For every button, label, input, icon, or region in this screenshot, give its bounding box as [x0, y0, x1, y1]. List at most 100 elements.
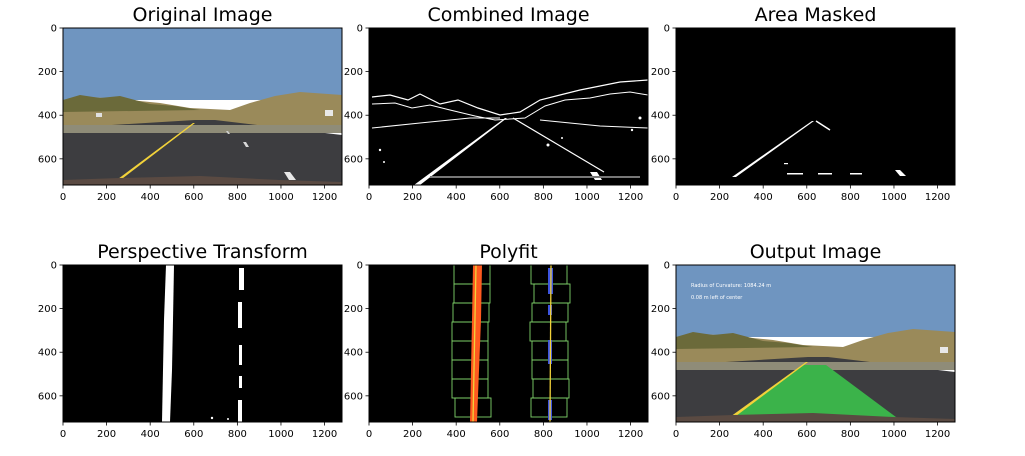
white-lane-dash: [284, 172, 296, 180]
panel-frame-combined: [368, 27, 649, 186]
original-image-x-tick-label: 200: [97, 192, 116, 203]
perspective-transform-y-tick-label: 0: [51, 261, 57, 272]
output-image-x-tick-label: 800: [841, 429, 860, 440]
polyfit-x-tick-label: 600: [490, 429, 509, 440]
output-trees: [676, 332, 813, 349]
center-offset-text: 0.08 m left of center: [691, 295, 743, 301]
shoulder: [63, 125, 342, 133]
panel-frame-polyfit: [368, 264, 649, 423]
perspective-transform-y-tick-label: 400: [38, 348, 57, 359]
sky: [63, 28, 342, 100]
perspective-transform-x-tick-label: 800: [228, 429, 247, 440]
area-masked-y-tick-label: 400: [651, 111, 670, 122]
output-image-x-tick-label: 0: [673, 429, 679, 440]
polyfit-y-tick-label: 400: [344, 348, 363, 359]
road-sign: [325, 110, 333, 116]
output-road-sign: [940, 347, 948, 353]
edge-noise: [371, 91, 648, 121]
combined-image-x-tick-label: 800: [534, 192, 553, 203]
road-sign: [96, 113, 102, 117]
warped-background: [63, 265, 342, 422]
panel-polyfit: [369, 265, 648, 422]
perspective-transform-x-tick-label: 1200: [312, 429, 337, 440]
polyfit-y-tick-label: 200: [344, 304, 363, 315]
output-yellow-line: [723, 362, 808, 422]
polyfit-background: [369, 265, 648, 422]
polyfit-x-tick-label: 0: [366, 429, 372, 440]
white-lane-dash: [243, 142, 249, 147]
polyfit-y-tick-label: 600: [344, 391, 363, 402]
right-lane-edge: [512, 117, 605, 173]
masked-left-lane: [732, 121, 814, 177]
polyfit-y-tick-label: 0: [357, 261, 363, 272]
panel-original-image: [63, 28, 342, 185]
bottom-speckle: [430, 176, 640, 178]
panel-title-combined: Combined Image: [427, 4, 589, 26]
panel-output-image: Radius of Curvature: 1084.24 m 0.08 m le…: [676, 265, 955, 422]
area-masked-x-tick-label: 0: [673, 192, 679, 203]
polyfit-x-tick-label: 200: [403, 429, 422, 440]
original-image-x-tick-label: 600: [184, 192, 203, 203]
output-image-y-tick-label: 200: [651, 304, 670, 315]
left-fit-line: [472, 265, 477, 422]
perspective-transform-x-tick-label: 1000: [268, 429, 293, 440]
warped-right-lane: [239, 268, 244, 290]
perspective-transform-x-tick-label: 0: [60, 429, 66, 440]
perspective-transform-x-tick-label: 200: [97, 429, 116, 440]
area-masked-y-tick-label: 200: [651, 67, 670, 78]
yellow-lane-line: [110, 123, 195, 185]
panel-frame-masked: [675, 27, 956, 186]
lane-area-fill: [726, 365, 900, 420]
output-hood: [676, 413, 955, 422]
combined-image-x-tick-label: 400: [447, 192, 466, 203]
panel-area-masked: [676, 28, 955, 185]
output-hills: [676, 329, 955, 362]
hood: [63, 176, 342, 185]
left-lane-pixels: [470, 265, 482, 422]
area-masked-y-tick-label: 0: [664, 24, 670, 35]
original-image-x-tick-label: 0: [60, 192, 66, 203]
masked-right-lane: [815, 120, 831, 131]
area-masked-x-tick-label: 1000: [881, 192, 906, 203]
perspective-transform-y-tick-label: 600: [38, 391, 57, 402]
right-fit-line: [549, 265, 552, 422]
masked-background: [676, 28, 955, 185]
left-lane-edge: [414, 118, 507, 185]
combined-image-x-tick-label: 200: [403, 192, 422, 203]
original-image-x-tick-label: 1000: [268, 192, 293, 203]
panel-frame-output: [675, 264, 956, 423]
area-masked-x-tick-label: 800: [841, 192, 860, 203]
polyfit-x-tick-label: 1000: [574, 429, 599, 440]
panel-title-perspective: Perspective Transform: [97, 241, 308, 263]
panel-title-masked: Area Masked: [755, 4, 877, 26]
warped-left-lane: [162, 265, 174, 422]
edge-noise: [371, 79, 648, 116]
original-image-y-tick-label: 200: [38, 67, 57, 78]
output-image-x-tick-label: 1000: [881, 429, 906, 440]
area-masked-x-tick-label: 600: [797, 192, 816, 203]
polyfit-x-tick-label: 400: [447, 429, 466, 440]
original-image-y-tick-label: 0: [51, 24, 57, 35]
panel-perspective-transform: [63, 265, 342, 422]
original-image-y-tick-label: 400: [38, 111, 57, 122]
masked-lane-dash: [895, 170, 906, 176]
output-image-x-tick-label: 600: [797, 429, 816, 440]
output-image-y-tick-label: 600: [651, 391, 670, 402]
area-masked-x-tick-label: 400: [754, 192, 773, 203]
combined-image-y-tick-label: 0: [357, 24, 363, 35]
combined-image-x-tick-label: 1000: [574, 192, 599, 203]
panel-title-output: Output Image: [750, 241, 882, 263]
output-image-y-tick-label: 0: [664, 261, 670, 272]
output-image-x-tick-label: 200: [710, 429, 729, 440]
panel-title-original: Original Image: [133, 4, 273, 26]
polyfit-x-tick-label: 800: [534, 429, 553, 440]
original-image-x-tick-label: 800: [228, 192, 247, 203]
trees: [63, 95, 200, 112]
perspective-transform-x-tick-label: 600: [184, 429, 203, 440]
hills: [63, 92, 342, 125]
panel-frame-original: [62, 27, 343, 186]
output-image-x-tick-label: 400: [754, 429, 773, 440]
perspective-transform-x-tick-label: 400: [141, 429, 160, 440]
radius-of-curvature-text: Radius of Curvature: 1084.24 m: [691, 283, 771, 289]
original-image-x-tick-label: 400: [141, 192, 160, 203]
